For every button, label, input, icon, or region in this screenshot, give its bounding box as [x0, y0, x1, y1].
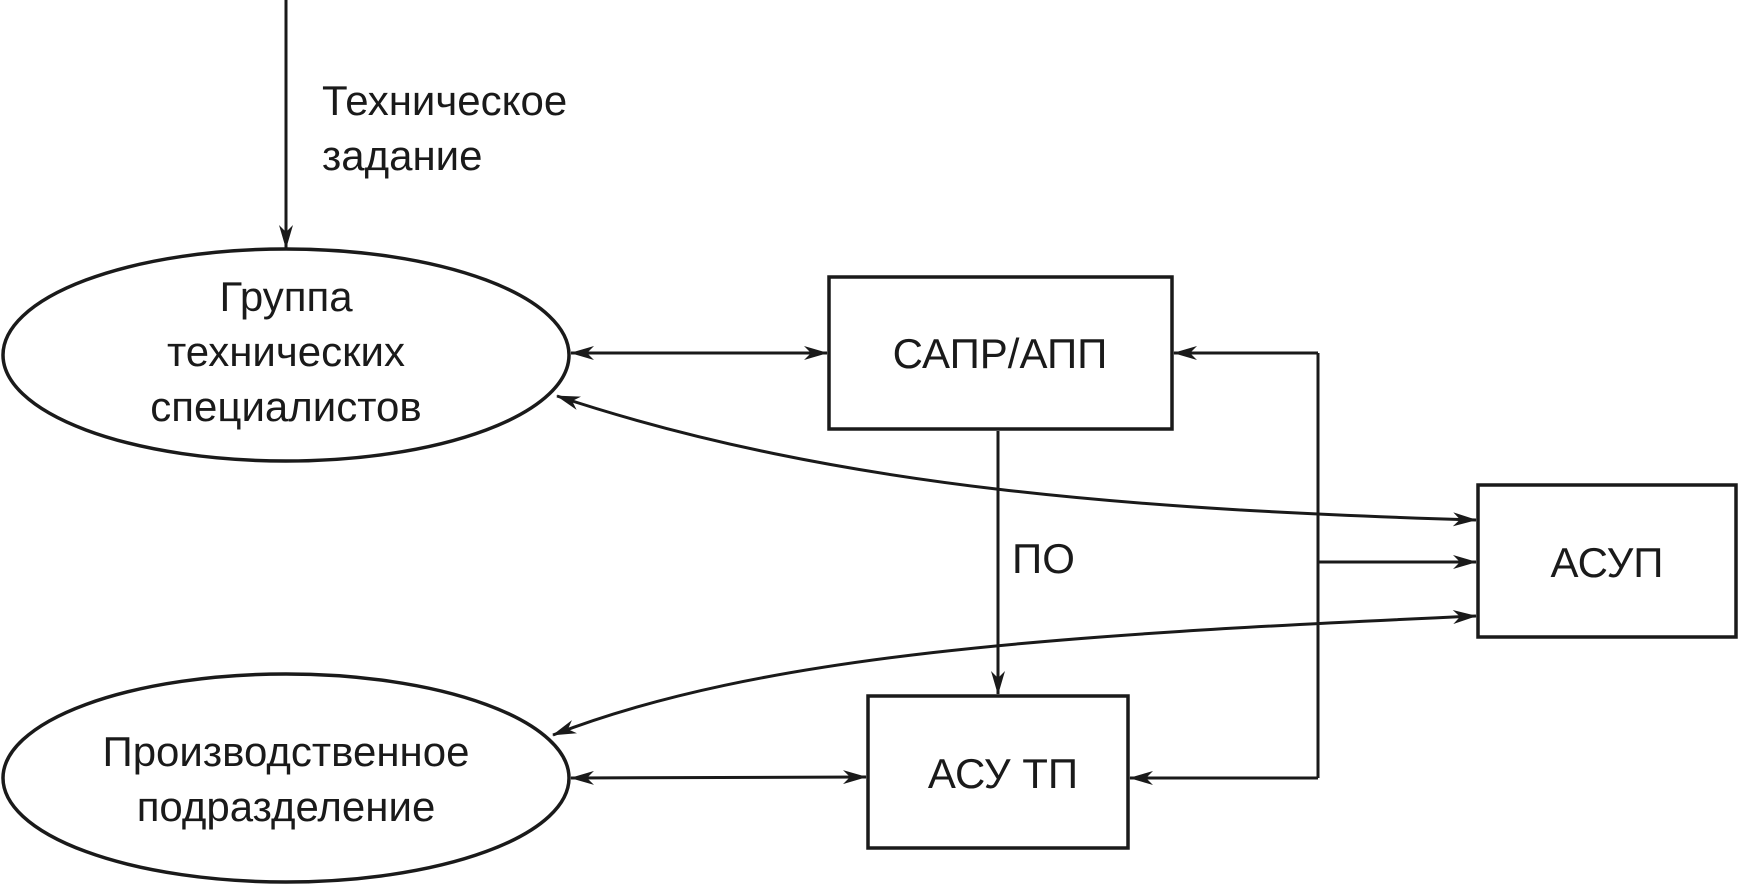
production-ellipse	[1, 672, 571, 884]
input-label-line2: задание	[322, 132, 483, 179]
sapr-label: САПР/АПП	[893, 330, 1108, 377]
input-label-line1: Техническое	[322, 77, 567, 124]
tech-group-label-line2: технических	[167, 328, 405, 375]
edge-techgroup-asup	[556, 394, 1477, 527]
edge-production-asup	[552, 610, 1477, 737]
tech-group-ellipse	[1, 247, 571, 463]
asup-label: АСУП	[1551, 539, 1664, 586]
production-label-line1: Производственное	[103, 728, 470, 775]
production-label-line2: подразделение	[137, 783, 436, 830]
tech-group-label-line3: специалистов	[150, 383, 421, 430]
edge-production-asutp	[570, 770, 867, 785]
tech-group-label-line1: Группа	[219, 273, 353, 320]
asup-box	[1476, 483, 1738, 639]
software-label: ПО	[1012, 535, 1075, 582]
asutp-label: АСУ ТП	[928, 750, 1078, 797]
